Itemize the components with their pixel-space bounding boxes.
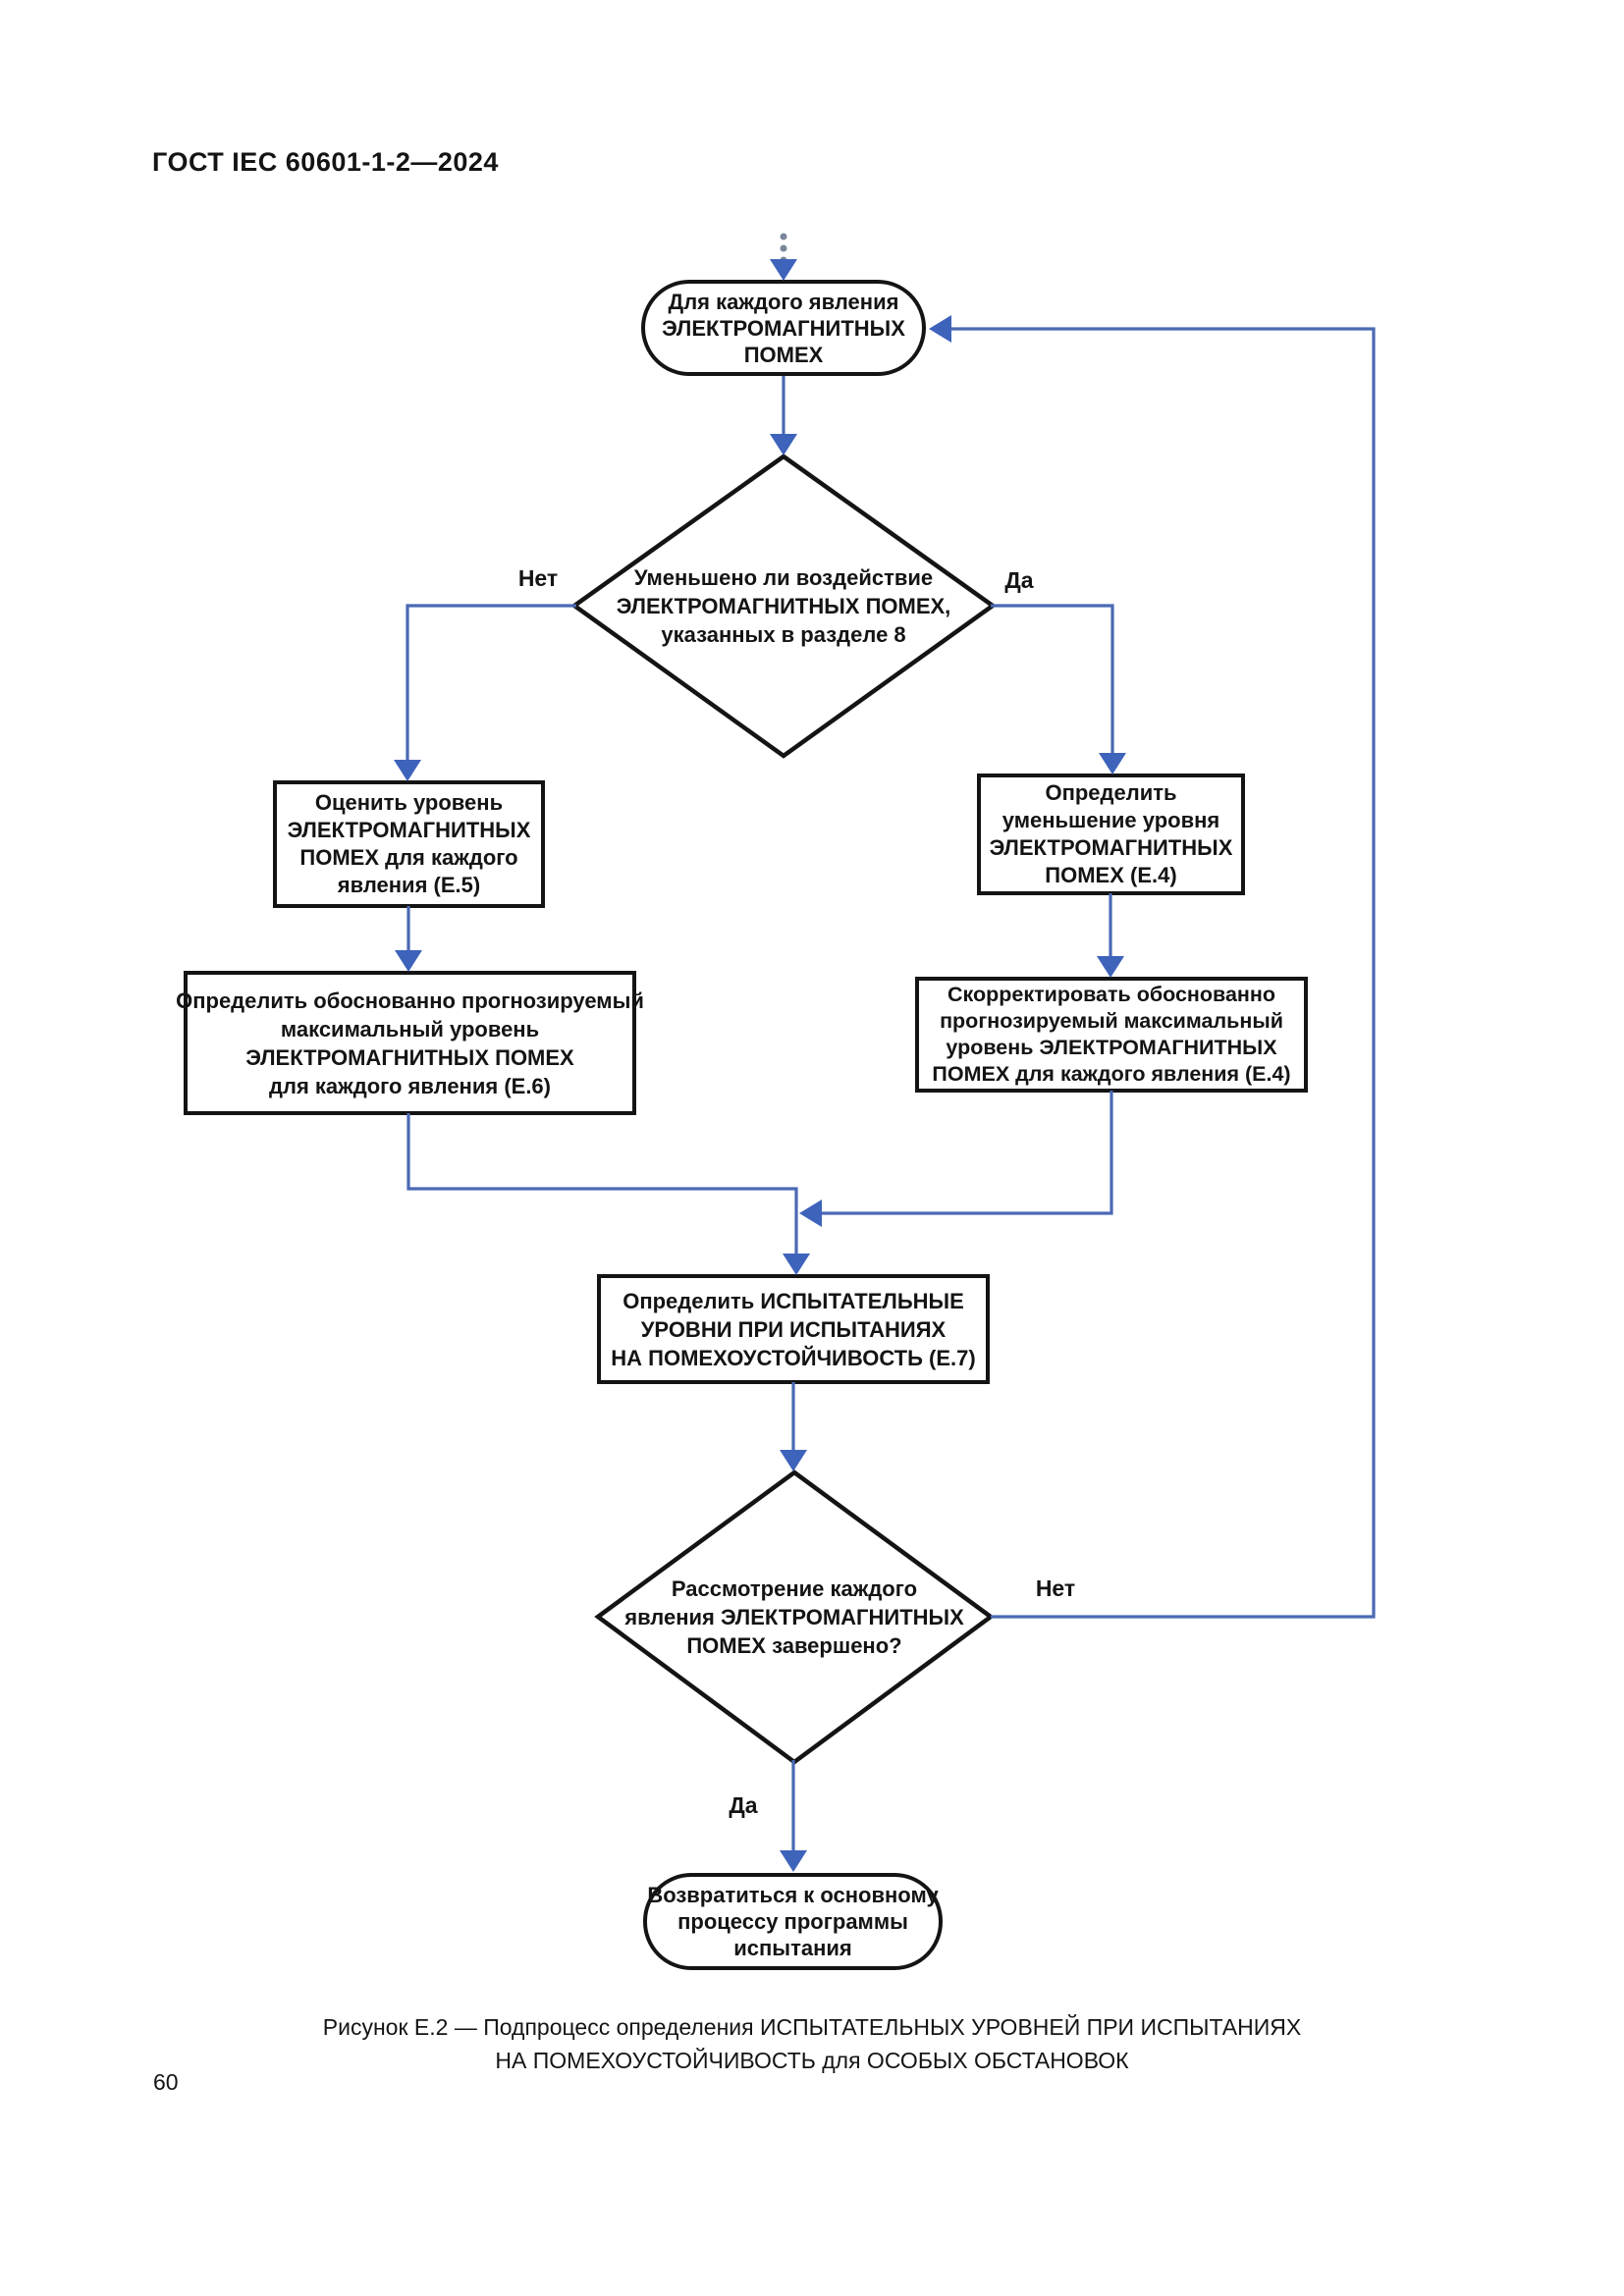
start-terminator-shape: [641, 280, 926, 376]
determine-test-levels-label: Определить ИСПЫТАТЕЛЬНЫЕ УРОВНИ ПРИ ИСПЫ…: [611, 1288, 976, 1370]
decision-mitigated-label: Уменьшено ли воздействие ЭЛЕКТРОМАГНИТНЫ…: [616, 565, 951, 647]
decision-mitigated-shape: [570, 454, 997, 759]
decision2-no-label: Нет: [1035, 1575, 1076, 1601]
determine-max-level-box: [184, 971, 636, 1115]
adjust-max-level-box: [915, 977, 1308, 1093]
determine-max-level-label: Определить обоснованно прогнозируемый ма…: [176, 988, 644, 1098]
arrowhead-into-test-levels: [783, 1254, 810, 1275]
arrowhead-into-end: [780, 1850, 807, 1872]
decision2-yes-label: Да: [729, 1792, 758, 1818]
decision1-no-label: Нет: [517, 565, 559, 591]
determine-test-levels-box: [597, 1274, 990, 1384]
document-header: ГОСТ IEC 60601-1-2—2024: [152, 147, 499, 177]
continuation-arrowhead: [770, 259, 797, 281]
figure-caption: Рисунок Е.2 — Подпроцесс определения ИСП…: [322, 2014, 1302, 2073]
connector-adjust-max-to-merge: [822, 1091, 1113, 1215]
decision-all-done-label: Рассмотрение каждого явления ЭЛЕКТРОМАГН…: [624, 1575, 964, 1658]
ellipsis-dot: [780, 233, 787, 240]
start-terminator-label: Для каждого явления ЭЛЕКТРОМАГНИТНЫХ ПОМ…: [662, 289, 905, 367]
adjust-max-level-label: Скорректировать обоснованно прогнозируем…: [932, 983, 1291, 1086]
connector-decision1-no: [406, 604, 576, 762]
arrowhead-into-decision1: [770, 434, 797, 455]
decision1-yes-label: Да: [1004, 567, 1034, 593]
end-terminator-shape: [643, 1873, 943, 1970]
arrowhead-merge-left: [799, 1200, 822, 1227]
connector-decision2-no-loop: [950, 327, 1376, 1619]
ellipsis-dot: [780, 244, 787, 252]
determine-reduction-label: Определить уменьшение уровня ЭЛЕКТРОМАГН…: [989, 780, 1233, 887]
connector-decision1-yes: [991, 604, 1114, 755]
assess-level-label: Оценить уровень ЭЛЕКТРОМАГНИТНЫХ ПОМЕХ д…: [287, 790, 531, 897]
arrowhead-into-decision2: [780, 1450, 807, 1471]
arrowhead-into-determine-reduction: [1099, 753, 1126, 774]
arrowhead-into-adjust-max: [1097, 956, 1124, 978]
end-terminator-label: Возвратиться к основному процессу програ…: [647, 1883, 939, 1960]
arrowhead-into-assess-level: [394, 760, 421, 781]
arrowhead-into-determine-max: [395, 950, 422, 972]
connector-determine-max-to-merge: [406, 1113, 798, 1255]
page-number: 60: [153, 2069, 179, 2095]
arrowhead-into-start: [929, 315, 951, 343]
assess-level-box: [273, 780, 545, 908]
